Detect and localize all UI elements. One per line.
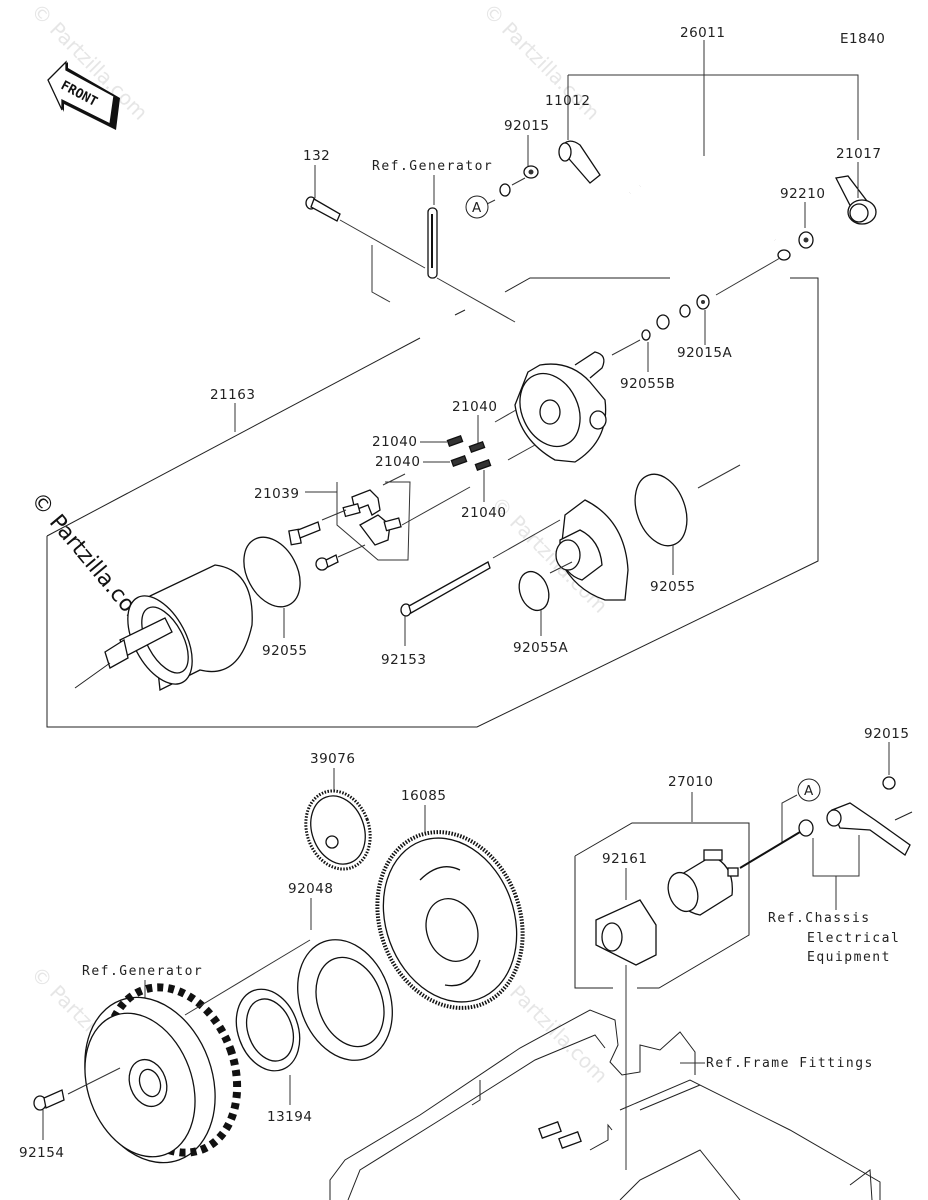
screw-21039-b[interactable] <box>315 554 339 571</box>
o-ring-92055a[interactable] <box>514 567 554 614</box>
label-ref-chassis-2: Electrical <box>807 931 900 946</box>
battery-cable-26011[interactable] <box>484 156 791 261</box>
label-16085[interactable]: 16085 <box>401 788 446 804</box>
frame-fittings <box>329 1009 881 1200</box>
diagram-code: E1840 <box>840 31 885 47</box>
label-21017[interactable]: 21017 <box>836 146 881 162</box>
label-21040-a[interactable]: 21040 <box>452 399 497 415</box>
label-92015a[interactable]: 92015A <box>677 345 732 361</box>
wire-a <box>739 831 801 869</box>
bearing-13194[interactable] <box>225 980 310 1079</box>
label-ref-chassis-3: Equipment <box>807 950 891 965</box>
o-ring-92055-right[interactable] <box>626 467 696 553</box>
through-bolt-92153[interactable] <box>400 561 491 617</box>
label-ref-generator-top[interactable]: Ref.Generator <box>372 159 493 174</box>
label-92210[interactable]: 92210 <box>780 186 825 202</box>
nut-92015-top[interactable] <box>523 165 539 179</box>
label-21040-c[interactable]: 21040 <box>375 454 420 470</box>
generator-lead-strap <box>427 207 438 279</box>
assembly-box-outline <box>46 277 819 728</box>
starter-motor-yoke[interactable] <box>74 564 253 695</box>
brush-holder-21039[interactable] <box>342 489 402 546</box>
label-21040-d[interactable]: 21040 <box>461 505 506 521</box>
label-21040-b[interactable]: 21040 <box>372 434 417 450</box>
rear-housing[interactable] <box>509 351 607 463</box>
one-way-clutch-92048[interactable] <box>282 926 409 1073</box>
bracket-27010 <box>574 822 750 989</box>
starter-gear-16085[interactable] <box>353 811 546 1028</box>
label-21039[interactable]: 21039 <box>254 486 299 502</box>
battery-terminal-connector <box>798 802 913 856</box>
boot-21017[interactable] <box>835 175 877 225</box>
label-ref-frame-fittings[interactable]: Ref.Frame Fittings <box>706 1056 874 1071</box>
label-92015-top[interactable]: 92015 <box>504 118 549 134</box>
label-92055-right[interactable]: 92055 <box>650 579 695 595</box>
svg-text:A: A <box>472 200 482 216</box>
label-39076[interactable]: 39076 <box>310 751 355 767</box>
label-13194[interactable]: 13194 <box>267 1109 312 1125</box>
label-11012[interactable]: 11012 <box>545 93 590 109</box>
bracket-132 <box>371 245 391 303</box>
front-cover[interactable] <box>555 499 629 601</box>
bolt-132[interactable] <box>305 196 341 222</box>
label-26011[interactable]: 26011 <box>680 25 725 41</box>
label-92015-bottom[interactable]: 92015 <box>864 726 909 742</box>
callout-a-bottom: A <box>797 778 821 802</box>
label-ref-generator-bottom[interactable]: Ref.Generator <box>82 964 203 979</box>
label-92153[interactable]: 92153 <box>381 652 426 668</box>
assembly-box-top <box>504 277 670 293</box>
brush-21040-c[interactable] <box>450 454 468 468</box>
generator-rotor <box>84 983 242 1164</box>
label-ref-chassis-1[interactable]: Ref.Chassis <box>768 911 871 926</box>
washer[interactable] <box>679 304 691 318</box>
o-ring-92055-left[interactable] <box>233 528 312 617</box>
starter-relay-27010[interactable] <box>663 849 739 916</box>
idle-gear-39076[interactable] <box>295 782 381 878</box>
label-27010[interactable]: 27010 <box>668 774 713 790</box>
label-92055-left[interactable]: 92055 <box>262 643 307 659</box>
washer-insulator[interactable] <box>656 314 670 330</box>
label-21163[interactable]: 21163 <box>210 387 255 403</box>
screw-21039[interactable] <box>288 521 321 546</box>
line-bolt <box>339 219 426 269</box>
bracket-21039 <box>336 481 411 561</box>
label-92154[interactable]: 92154 <box>19 1145 64 1161</box>
label-92048[interactable]: 92048 <box>288 881 333 897</box>
bracket-ref-chassis <box>812 835 860 877</box>
boot-11012[interactable] <box>558 140 601 184</box>
label-92161[interactable]: 92161 <box>602 851 647 867</box>
assembly-box-top-left <box>46 337 421 537</box>
label-92055a[interactable]: 92055A <box>513 640 568 656</box>
bolt-92154[interactable] <box>33 1089 65 1111</box>
relay-cover-92161[interactable] <box>595 899 657 966</box>
svg-text:A: A <box>804 783 814 799</box>
callout-a-top: A <box>465 195 489 219</box>
bracket-26011 <box>568 74 859 140</box>
label-132[interactable]: 132 <box>303 148 330 164</box>
brush-21040-b[interactable] <box>468 440 486 454</box>
brush-21040-a[interactable] <box>446 434 464 448</box>
nut-92210[interactable] <box>798 231 814 249</box>
label-92055b[interactable]: 92055B <box>620 376 675 392</box>
o-ring-92055b[interactable] <box>641 329 651 341</box>
nut-92015-bottom[interactable] <box>882 776 896 790</box>
leader-nut-cable <box>511 177 526 186</box>
brush-21040-d[interactable] <box>474 458 492 472</box>
